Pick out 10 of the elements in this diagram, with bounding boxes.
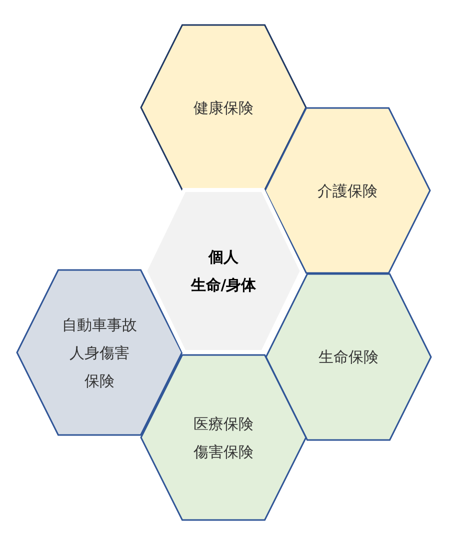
hexagon-label: 生命/身体: [190, 275, 256, 296]
hexagon-label: 保険: [84, 370, 114, 392]
hexagon-label: 生命保険: [318, 347, 378, 368]
hexagon-label: 健康保険: [194, 98, 254, 118]
hexagon-label: 自動車事故: [62, 314, 137, 336]
hexagon-label: 介護保険: [318, 180, 378, 202]
hexagon-label: 医療保険: [194, 414, 254, 434]
hexagon-label: 人身傷害: [70, 342, 130, 364]
hexagon-label: 傷害保険: [194, 442, 254, 462]
hexagon-label: 個人: [208, 247, 238, 268]
